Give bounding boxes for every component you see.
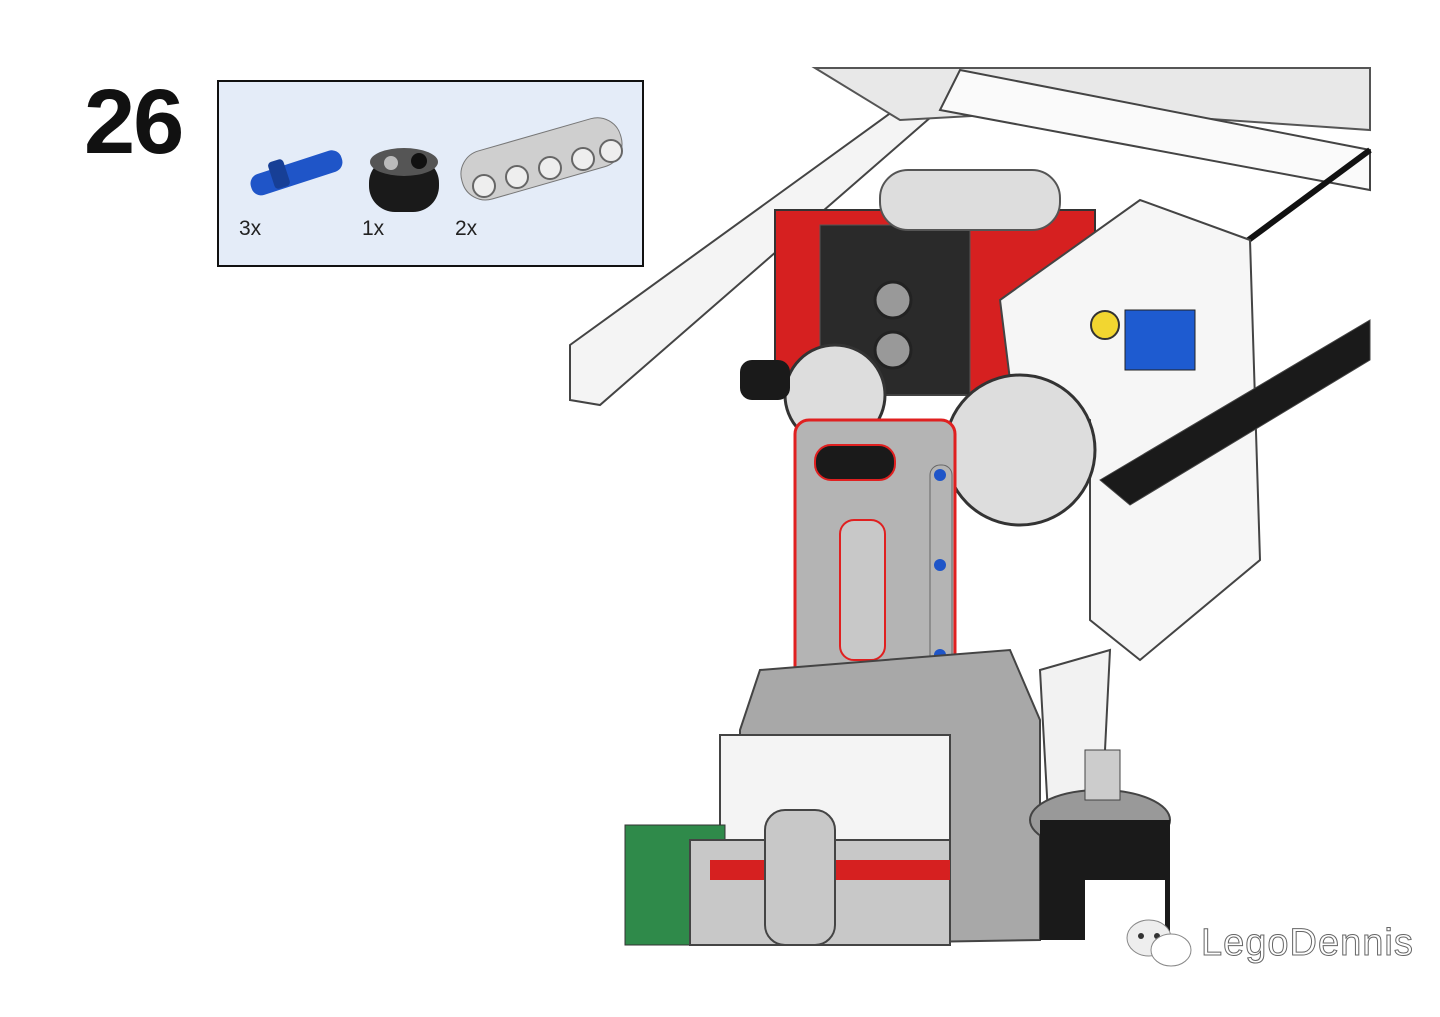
blue-axle-pin-icon	[250, 150, 343, 196]
yellow-pin	[1090, 310, 1120, 340]
black-beam	[1099, 319, 1371, 506]
parts-illustrations	[250, 117, 623, 212]
black-liftarm-icon	[369, 148, 439, 212]
gray-liftarm-icon	[460, 117, 623, 201]
watermark-text: LegoDennis	[1201, 921, 1414, 964]
step-number: 26	[84, 71, 184, 173]
blue-element	[1124, 309, 1196, 371]
long-beam-top	[938, 68, 1371, 192]
model-illustration	[569, 67, 1372, 947]
watermark: LegoDennis	[1125, 918, 1414, 968]
part-quantity: 2x	[455, 217, 478, 240]
chat-bubble-logo-icon	[1126, 919, 1192, 967]
part-quantity: 1x	[362, 217, 385, 240]
gear-right	[943, 373, 1097, 527]
parts-list-box: 3x 1x 2x	[217, 80, 644, 267]
cable	[1233, 147, 1372, 253]
part-quantity: 3x	[239, 217, 262, 240]
